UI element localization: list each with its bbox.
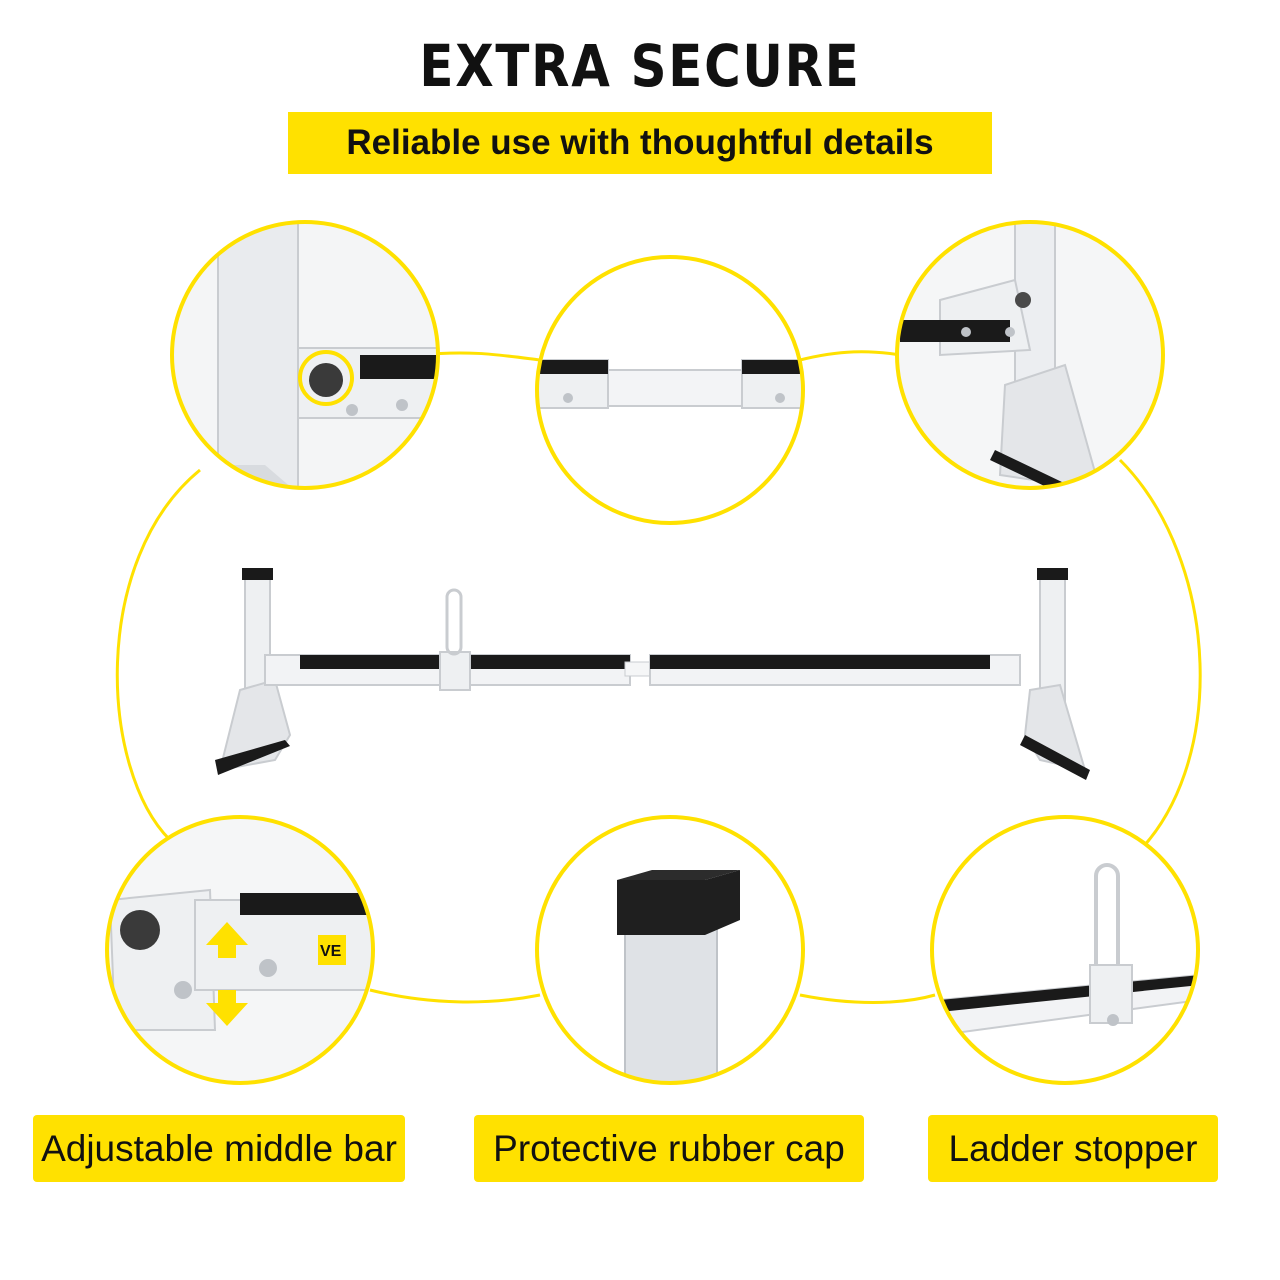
brand-fragment-2: VE: [320, 943, 342, 960]
detail-circle-foot: [895, 220, 1165, 490]
subtitle-banner: Reliable use with thoughtful details: [288, 112, 992, 174]
label-adjustable-bar: Adjustable middle bar: [33, 1115, 405, 1182]
label-ladder-stopper: Ladder stopper: [928, 1115, 1218, 1182]
detail-circle-adjustable: VE: [105, 815, 375, 1085]
detail-circle-sleeve: [535, 255, 805, 525]
label-rubber-cap-text: Protective rubber cap: [493, 1127, 845, 1169]
label-ladder-stopper-text: Ladder stopper: [948, 1127, 1198, 1169]
page-title: EXTRA SECURE: [419, 32, 861, 100]
label-rubber-cap: Protective rubber cap: [474, 1115, 864, 1182]
detail-circle-hole: VE: [170, 220, 453, 490]
detail-circle-rubber-cap: [535, 815, 805, 1085]
detail-circle-stopper: [930, 815, 1200, 1085]
brand-fragment-1: VE: [434, 387, 453, 403]
ladder-rack: [215, 568, 1090, 780]
label-adjustable-bar-text: Adjustable middle bar: [41, 1127, 397, 1169]
up-arrow-icon: [206, 922, 248, 958]
down-arrow-icon: [206, 990, 248, 1026]
connector-outline: [115, 350, 1202, 1004]
subtitle-text: Reliable use with thoughtful details: [346, 123, 934, 162]
